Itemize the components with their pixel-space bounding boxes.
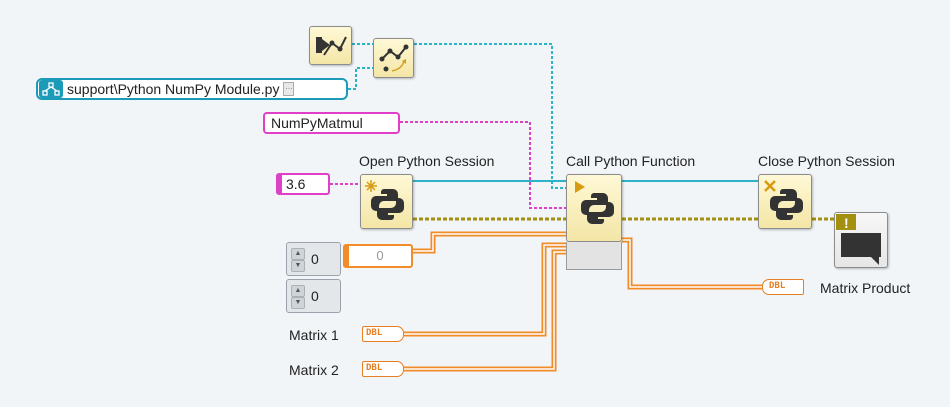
matrix-product-label: Matrix Product xyxy=(820,280,911,296)
string-wire-function-name[interactable] xyxy=(400,121,566,209)
build-path-node[interactable] xyxy=(373,38,414,78)
open-python-session-node[interactable] xyxy=(360,174,413,229)
error-handler-node[interactable]: ! xyxy=(834,212,888,268)
matrix-product-type: DBL xyxy=(769,281,786,291)
stepper-2-arrows[interactable]: ▲ ▼ xyxy=(291,285,305,309)
call-function-label: Call Python Function xyxy=(566,153,696,169)
module-path-text[interactable]: support\Python NumPy Module.py xyxy=(63,81,284,97)
module-path-constant[interactable]: support\Python NumPy Module.py … xyxy=(36,78,348,100)
path-constant-icon-node[interactable] xyxy=(309,26,352,65)
array-wire-matrix2[interactable] xyxy=(404,249,566,372)
python-close-icon xyxy=(764,180,803,220)
matrix1-type: DBL xyxy=(366,328,383,338)
call-function-argument-extension[interactable] xyxy=(566,242,622,270)
numeric-indicator-value: 0 xyxy=(376,248,384,263)
array-wire-product[interactable] xyxy=(622,237,762,290)
matrix2-type: DBL xyxy=(366,363,383,373)
array-wire-matrix1[interactable] xyxy=(404,242,566,337)
matrix1-label: Matrix 1 xyxy=(289,327,339,343)
decrement-icon[interactable]: ▼ xyxy=(291,260,305,272)
svg-text:!: ! xyxy=(844,215,849,231)
numeric-wire-indicator[interactable] xyxy=(413,231,566,254)
close-python-session-node[interactable] xyxy=(758,174,812,229)
numeric-stepper-1[interactable]: ▲ ▼ 0 xyxy=(286,242,341,276)
matrix2-terminal[interactable]: DBL xyxy=(362,361,404,377)
path-type-icon xyxy=(39,80,63,98)
graph-path-icon xyxy=(316,36,347,56)
matrix2-label: Matrix 2 xyxy=(289,362,339,378)
stepper-1-value[interactable]: 0 xyxy=(311,251,319,267)
python-open-icon xyxy=(365,180,404,220)
numeric-stepper-2[interactable]: ▲ ▼ 0 xyxy=(286,279,341,313)
python-version-constant[interactable]: 3.6 xyxy=(276,173,330,195)
close-session-label: Close Python Session xyxy=(758,153,895,169)
numeric-indicator[interactable]: 0 xyxy=(343,244,413,268)
stepper-2-value[interactable]: 0 xyxy=(311,288,319,304)
open-session-label: Open Python Session xyxy=(359,153,495,169)
matrix1-terminal[interactable]: DBL xyxy=(362,326,404,342)
python-version-text[interactable]: 3.6 xyxy=(286,176,306,192)
python-call-icon xyxy=(575,181,614,224)
error-dialog-icon: ! xyxy=(836,214,881,265)
function-name-text[interactable]: NumPyMatmul xyxy=(271,115,363,131)
function-name-constant[interactable]: NumPyMatmul xyxy=(263,112,400,134)
decrement-icon[interactable]: ▼ xyxy=(291,297,305,309)
increment-icon[interactable]: ▲ xyxy=(291,248,305,260)
matrix-product-terminal[interactable]: DBL xyxy=(762,279,804,295)
stepper-1-arrows[interactable]: ▲ ▼ xyxy=(291,248,305,272)
path-wire-module-to-builder[interactable] xyxy=(348,67,373,90)
call-python-function-node[interactable] xyxy=(566,174,622,242)
path-wire-builder-to-call[interactable] xyxy=(414,43,566,189)
build-path-icon xyxy=(379,44,409,72)
increment-icon[interactable]: ▲ xyxy=(291,285,305,297)
browse-icon[interactable]: … xyxy=(283,82,295,96)
